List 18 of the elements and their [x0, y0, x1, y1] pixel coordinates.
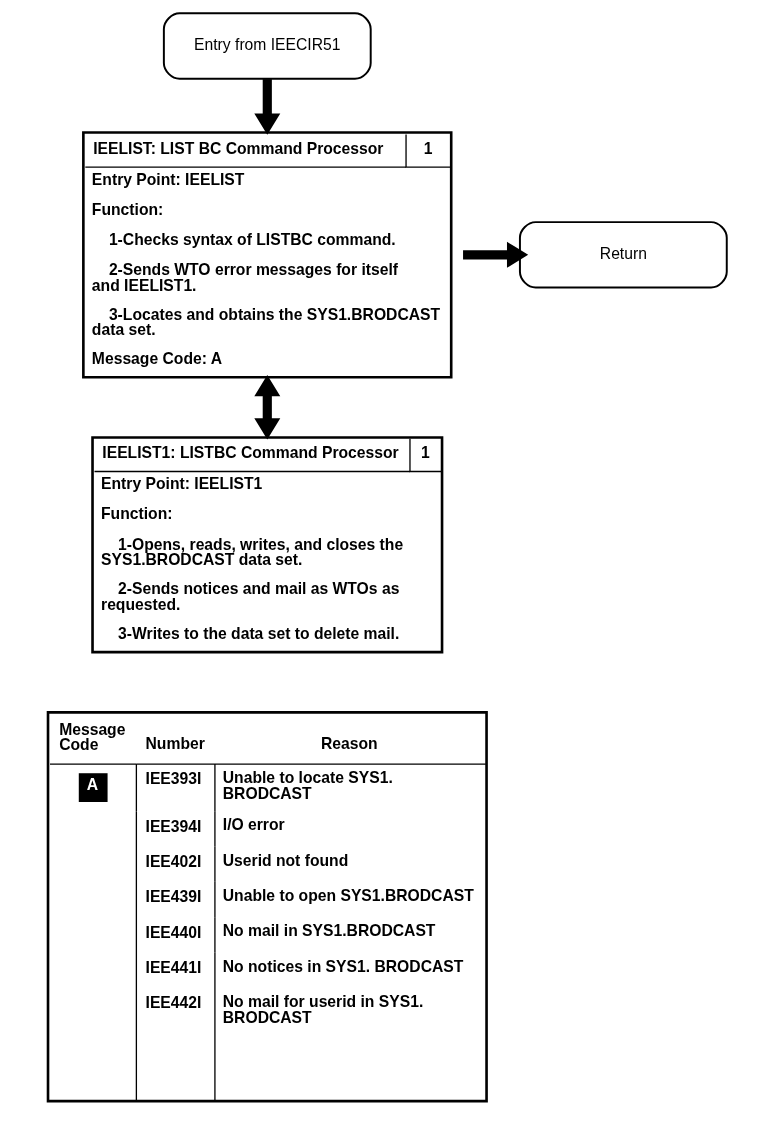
label: No notices in SYS1. BRODCAST: [222, 957, 463, 975]
label: IEE393I: [145, 770, 201, 788]
label: Userid not found: [222, 851, 348, 869]
label: IEE439I: [145, 888, 201, 906]
label: IEE441I: [145, 958, 201, 976]
label: IEE442I: [145, 994, 201, 1012]
label: Number: [145, 735, 205, 753]
label: IEE394I: [145, 817, 201, 835]
label: IEE402I: [145, 852, 201, 870]
label: I/O error: [222, 816, 285, 834]
label: No mail for userid in SYS1. BRODCAST: [222, 993, 423, 1026]
label: IEE440I: [145, 923, 201, 941]
label: Unable to open SYS1.BRODCAST: [222, 886, 474, 904]
label: Message Code: [58, 720, 125, 754]
label: Unable to locate SYS1. BRODCAST: [222, 769, 393, 802]
label: A: [86, 776, 98, 794]
label: Reason: [320, 735, 378, 753]
label: No mail in SYS1.BRODCAST: [222, 922, 435, 940]
